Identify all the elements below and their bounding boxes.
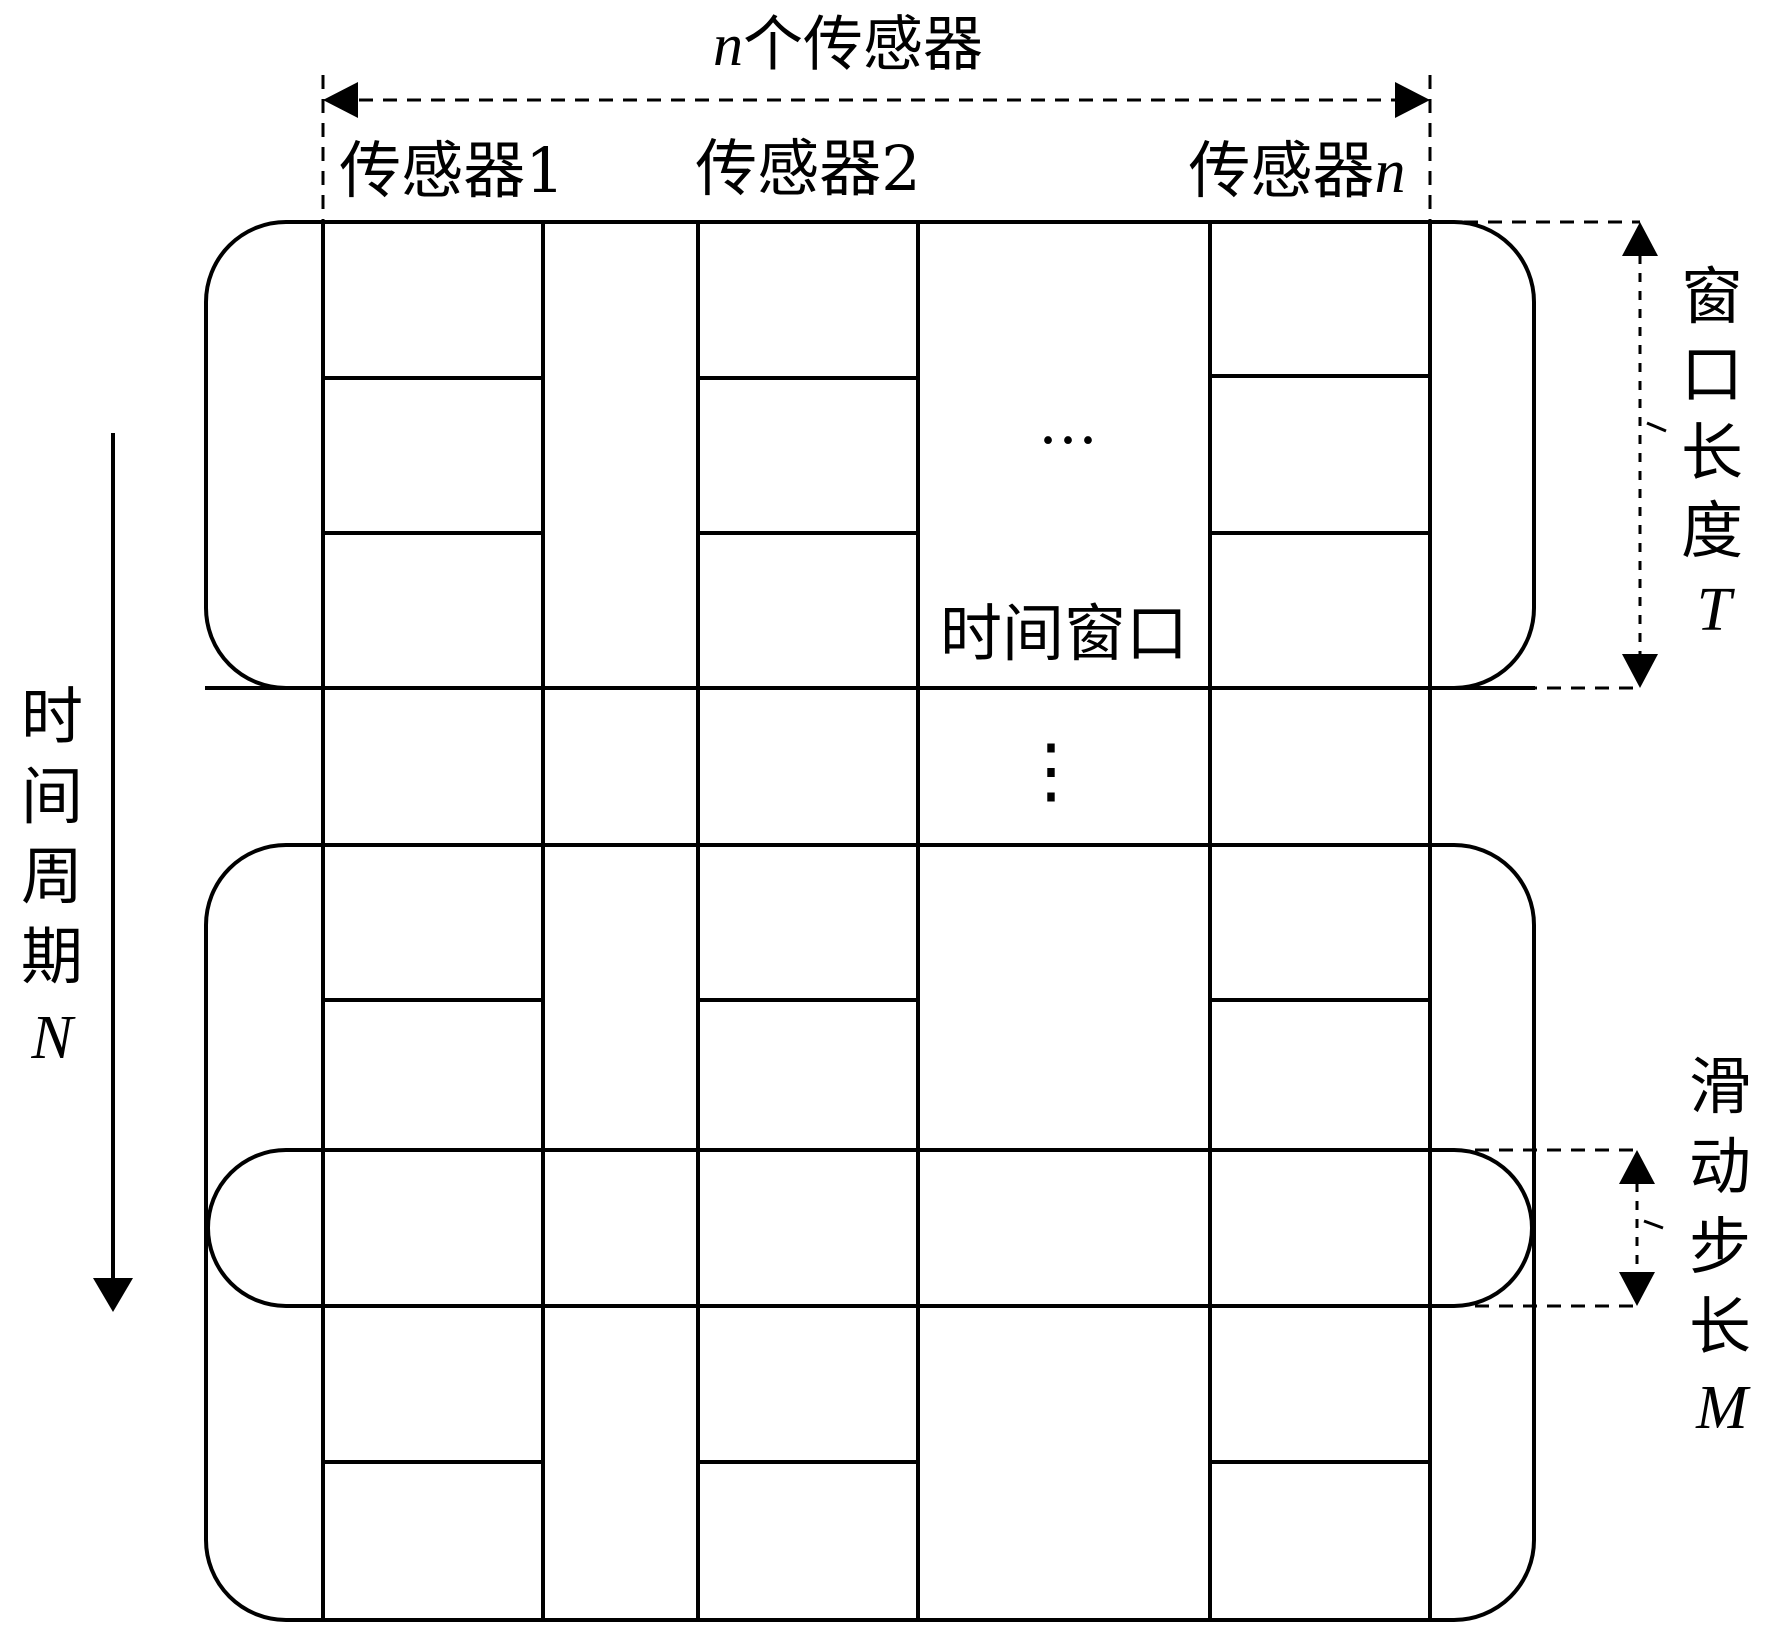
ellipsis-horizontal: …	[1038, 388, 1098, 458]
window-length-char-4: 度	[1681, 494, 1743, 567]
window-length-tick	[1646, 421, 1667, 433]
time-window-label: 时间窗口	[940, 597, 1188, 670]
left-arrowhead	[323, 82, 358, 118]
sliding-step-arrowhead-top	[1619, 1150, 1655, 1184]
ellipsis-vertical: ⋮	[1015, 728, 1087, 812]
sensor-label-1: 传感器1	[339, 134, 564, 207]
sliding-step-var: M	[1695, 1374, 1751, 1442]
sliding-step-char-1: 滑	[1689, 1050, 1751, 1123]
time-window-frame-1	[204, 220, 1536, 690]
sliding-step-arrowhead-bottom	[1619, 1272, 1655, 1306]
window-length-dimension: 窗 口 长 度 T	[1440, 220, 1743, 690]
sensor-labels: 传感器1 传感器2 传感器n	[339, 132, 1405, 207]
window-length-var: T	[1697, 576, 1736, 644]
sliding-step-frame	[206, 1148, 1534, 1308]
time-period-char-2: 间	[21, 760, 83, 833]
right-arrowhead	[1395, 82, 1430, 118]
window-length-arrowhead-bottom	[1622, 654, 1658, 688]
time-window-frame-2	[204, 843, 1536, 1622]
sliding-step-dimension: 滑 动 步 长 M	[1475, 1050, 1751, 1442]
sensor-label-2: 传感器2	[695, 132, 920, 205]
sliding-step-char-2: 动	[1689, 1130, 1751, 1203]
time-period-char-4: 期	[21, 920, 83, 993]
window-length-arrowhead-top	[1622, 222, 1658, 256]
time-period-char-3: 周	[21, 840, 83, 913]
window-length-char-3: 长	[1681, 416, 1743, 489]
time-period-char-1: 时	[21, 680, 83, 753]
sensor-label-n: 传感器n	[1188, 134, 1405, 207]
time-period-arrowhead	[93, 1278, 133, 1312]
sliding-step-tick	[1643, 1219, 1664, 1230]
window-length-char-2: 口	[1681, 338, 1743, 411]
time-period-axis: 时 间 周 期 N	[21, 433, 133, 1312]
time-period-var: N	[30, 1004, 76, 1072]
sensor-count-label: n个传感器	[713, 10, 983, 80]
sliding-step-char-3: 步	[1689, 1210, 1751, 1283]
sensor-count-dimension: n个传感器	[321, 10, 1432, 225]
sensor-grid	[205, 220, 1535, 1622]
sliding-step-char-4: 长	[1689, 1290, 1751, 1363]
window-length-char-1: 窗	[1681, 260, 1743, 333]
